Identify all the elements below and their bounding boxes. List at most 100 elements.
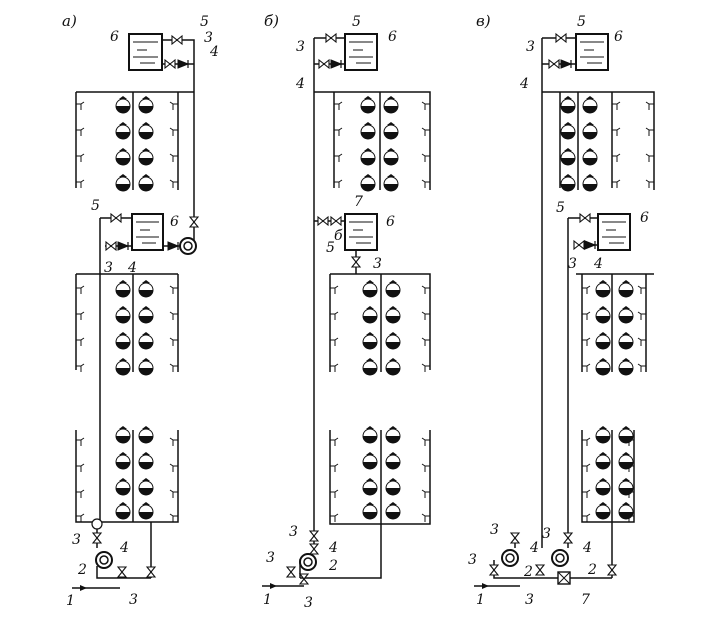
label-3: 3 [542, 526, 551, 542]
label-6-small: б [334, 228, 343, 244]
gate-valve [555, 33, 567, 43]
gate-valve [318, 59, 330, 69]
label-6: 6 [388, 29, 397, 45]
booster-pump [501, 549, 519, 567]
middle-zone-fixtures-b [329, 279, 431, 376]
gate-valve [286, 566, 296, 578]
water-tank-top-b [344, 33, 378, 71]
label-4: 4 [119, 540, 129, 556]
gate-valve [535, 564, 545, 576]
check-valve [560, 59, 572, 69]
lower-zone-fixtures-c [581, 425, 635, 523]
gate-valve [117, 566, 127, 578]
label-1: 1 [476, 592, 485, 608]
check-valve [330, 59, 342, 69]
gate-valve [146, 566, 156, 578]
gate-valve [164, 59, 176, 69]
middle-zone-fixtures-a [75, 279, 179, 376]
upper-zone-fixtures-c [559, 95, 655, 192]
label-3: 3 [266, 550, 275, 566]
gate-valve [110, 213, 122, 223]
label-4: 4 [582, 540, 592, 556]
panel-c: в) [468, 12, 655, 608]
label-3: 3 [568, 256, 577, 272]
label-3: 3 [490, 522, 499, 538]
label-2: 2 [77, 562, 87, 578]
label-3: 3 [526, 39, 535, 55]
label-3: 3 [289, 524, 298, 540]
gate-valve [309, 530, 319, 542]
label-3: 3 [525, 592, 534, 608]
label-4: 4 [529, 540, 539, 556]
water-meter [557, 571, 571, 585]
booster-pump [179, 237, 197, 255]
label-6: 6 [640, 210, 649, 226]
label-6: 6 [386, 214, 395, 230]
check-valve [167, 241, 179, 251]
label-5: 5 [577, 14, 586, 30]
label-1: 1 [66, 593, 75, 609]
gate-valve [317, 216, 329, 226]
water-tank-mid-b [344, 213, 378, 251]
label-6: 6 [614, 29, 623, 45]
label-4: 4 [328, 540, 338, 556]
gate-valve [548, 59, 560, 69]
label-5: 5 [352, 14, 361, 30]
gate-valve [105, 241, 117, 251]
gate-valve [299, 573, 309, 585]
label-2: 2 [523, 564, 533, 580]
label-7: 7 [354, 194, 363, 210]
label-4: 4 [209, 44, 219, 60]
check-valve [584, 240, 596, 250]
gate-valve [579, 213, 591, 223]
label-3: 3 [304, 595, 313, 611]
lower-zone-fixtures-b [329, 425, 431, 523]
float-valve [330, 216, 342, 226]
gate-valve [510, 532, 520, 544]
panel-label-b: б) [264, 12, 279, 30]
water-tank-mid-a [131, 213, 164, 251]
booster-pump [551, 549, 569, 567]
label-3: 3 [204, 30, 213, 46]
label-4: 4 [519, 76, 529, 92]
label-4: 4 [295, 76, 305, 92]
label-7: 7 [581, 592, 590, 608]
check-valve [309, 543, 319, 555]
label-3: 3 [296, 39, 305, 55]
label-5: 5 [556, 200, 565, 216]
gate-valve [607, 564, 617, 576]
gate-valve [351, 256, 361, 268]
upper-zone-fixtures-b [333, 95, 431, 192]
gate-valve [489, 564, 499, 576]
label-6: 6 [170, 214, 179, 230]
panel-a: а) [62, 12, 219, 609]
panel-label-c: в) [476, 12, 491, 30]
label-5: 5 [91, 198, 100, 214]
label-2: 2 [328, 558, 338, 574]
label-4: 4 [593, 256, 603, 272]
middle-zone-fixtures-c [581, 279, 647, 376]
check-valve [117, 241, 129, 251]
gate-valve [573, 240, 585, 250]
water-tank-top-c [575, 33, 609, 71]
booster-pump [299, 553, 317, 571]
panel-b: б) [262, 12, 431, 611]
lower-zone-fixtures-a [75, 425, 179, 523]
label-3: 3 [373, 256, 382, 272]
water-tank-mid-c [597, 213, 631, 251]
label-5: 5 [200, 14, 209, 30]
label-3: 3 [72, 532, 81, 548]
gate-valve [325, 33, 337, 43]
booster-pump [95, 551, 113, 569]
water-tank-top-a [128, 33, 163, 71]
check-valve [177, 59, 189, 69]
label-3: 3 [468, 552, 477, 568]
label-4: 4 [127, 260, 137, 276]
label-6: 6 [110, 29, 119, 45]
gate-valve [189, 216, 199, 228]
upper-zone-fixtures-a [75, 95, 179, 192]
gate-valve [92, 532, 102, 544]
label-3: 3 [104, 260, 113, 276]
label-5: 5 [326, 240, 335, 256]
